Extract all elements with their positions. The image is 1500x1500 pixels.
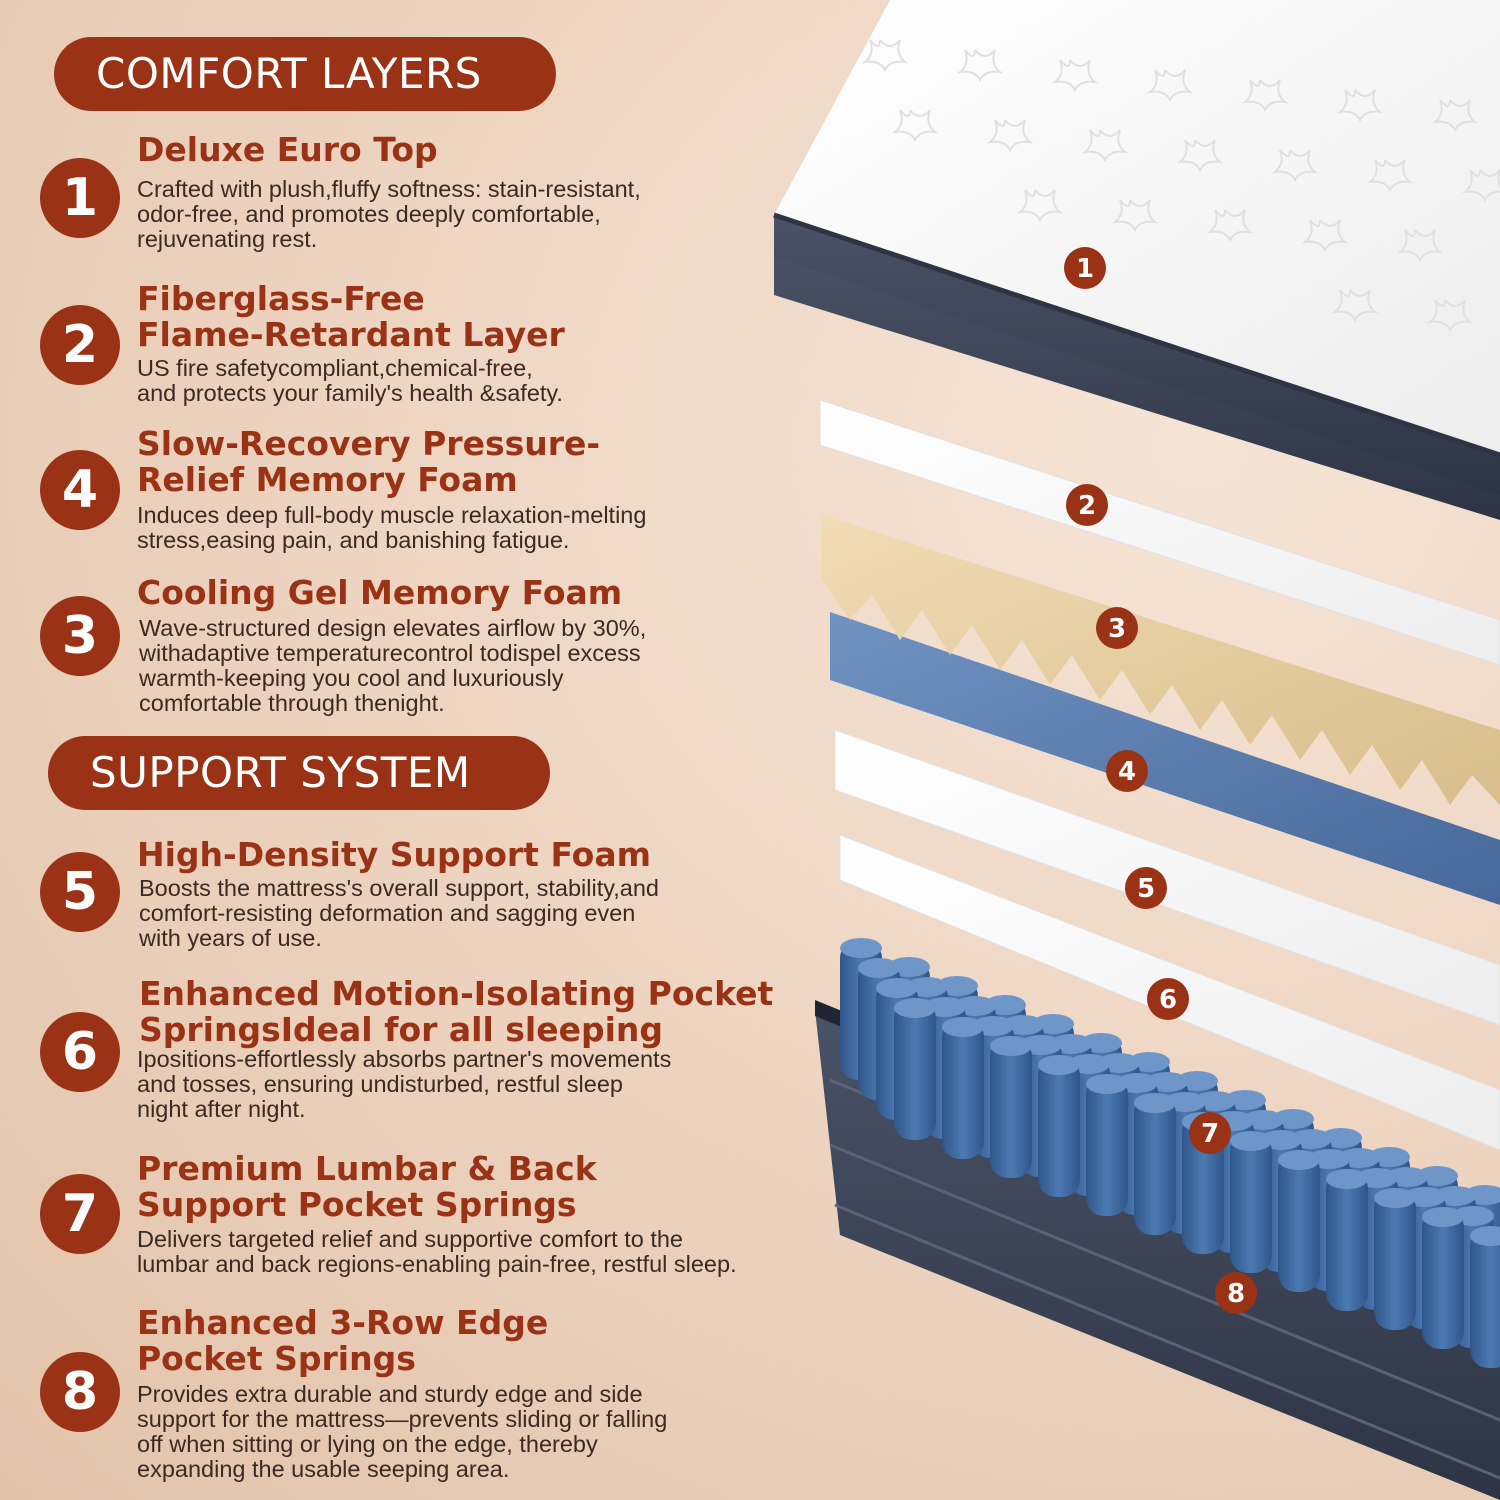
layer-title: Enhanced 3-Row Edge Pocket Springs (137, 1303, 549, 1378)
quilt-stitch (1431, 99, 1479, 133)
quilt-stitch (956, 49, 1004, 83)
comfort-layers-header: COMFORT LAYERS (54, 37, 556, 111)
pocket-spring (1230, 1131, 1272, 1273)
layer-description: Wave-structured design elevates airflow … (139, 615, 647, 716)
svg-text:6: 6 (1159, 985, 1177, 1015)
layer-title: Premium Lumbar & Back Support Pocket Spr… (137, 1149, 597, 1224)
quilt-stitch (1241, 79, 1289, 113)
quilt-stitch (986, 119, 1034, 153)
svg-text:4: 4 (1118, 757, 1136, 787)
quilt-stitch (1336, 89, 1384, 123)
layer-5-support-foam (834, 729, 1500, 1026)
pocket-spring (942, 1017, 984, 1159)
layer-description: Induces deep full-body muscle relaxation… (137, 502, 647, 553)
quilt-stitch (1301, 219, 1349, 253)
layer-number-badge: 8 (40, 1352, 120, 1432)
svg-text:8: 8 (1227, 1279, 1245, 1309)
layer-marker-8: 8 (1215, 1272, 1257, 1314)
layer-number-badge: 3 (40, 596, 120, 676)
quilt-stitch (1016, 189, 1064, 223)
layer-title: High-Density Support Foam (137, 835, 651, 874)
layer-number-badge: 4 (40, 450, 120, 530)
pocket-spring (1326, 1169, 1368, 1311)
pocket-spring (894, 998, 936, 1140)
layer-number-badge: 7 (40, 1174, 120, 1254)
layer-marker-6: 6 (1147, 978, 1189, 1020)
quilt-stitch (1176, 139, 1224, 173)
pocket-spring (1374, 1188, 1416, 1330)
layer-marker-1: 1 (1064, 247, 1106, 289)
layer-description: Boosts the mattress's overall support, s… (139, 875, 659, 951)
svg-text:1: 1 (1076, 254, 1094, 284)
svg-text:3: 3 (1108, 614, 1126, 644)
layer-description: Ipositions-effortlessly absorbs partner'… (137, 1046, 672, 1122)
layer-marker-3: 3 (1096, 607, 1138, 649)
quilt-stitch (1426, 299, 1474, 333)
quilt-stitch (891, 109, 939, 143)
quilt-stitch (1051, 59, 1099, 93)
pocket-spring (1086, 1074, 1128, 1216)
layer-marker-7: 7 (1189, 1112, 1231, 1154)
mattress-layers-illustration: 1 2 3 4 5 6 7 8 (773, 0, 1500, 1500)
layer-description: Delivers targeted relief and supportive … (137, 1226, 737, 1277)
layer-3-wave-memory-foam (822, 515, 1500, 805)
quilt-stitch (861, 39, 909, 73)
quilt-stitch (1271, 149, 1319, 183)
quilt-stitch (1396, 229, 1444, 263)
quilt-stitch (1081, 129, 1129, 163)
layer-description: Crafted with plush,fluffy softness: stai… (137, 176, 641, 252)
pocket-spring (1134, 1093, 1176, 1235)
layer-title: Cooling Gel Memory Foam (137, 573, 623, 612)
quilt-stitch (1146, 69, 1194, 103)
layer-marker-5: 5 (1125, 867, 1167, 909)
pocket-spring (1278, 1150, 1320, 1292)
quilting-pattern (861, 39, 1500, 333)
layer-number-badge: 1 (40, 158, 120, 238)
layer-4-gel-memory-foam (830, 612, 1500, 905)
svg-text:7: 7 (1201, 1119, 1219, 1149)
quilt-stitch (1206, 209, 1254, 243)
layer-7-pocket-springs (840, 938, 1500, 1368)
layer-title: Slow-Recovery Pressure- Relief Memory Fo… (137, 424, 601, 499)
layer-number-badge: 5 (40, 852, 120, 932)
pocket-spring (1038, 1055, 1080, 1197)
layer-description: Provides extra durable and sturdy edge a… (137, 1381, 668, 1482)
quilt-stitch (1111, 199, 1159, 233)
pocket-spring (1422, 1207, 1464, 1349)
quilt-stitch (1331, 289, 1379, 323)
layer-marker-2: 2 (1066, 484, 1108, 526)
quilt-stitch (1461, 169, 1500, 203)
quilt-stitch (1366, 159, 1414, 193)
layer-2-flame-retardant-layer (819, 399, 1500, 666)
svg-text:2: 2 (1078, 491, 1096, 521)
support-system-header: SUPPORT SYSTEM (48, 736, 550, 810)
layer-title: Fiberglass-Free Flame-Retardant Layer (137, 279, 565, 354)
pocket-spring (990, 1036, 1032, 1178)
layer-title: Enhanced Motion-Isolating Pocket Springs… (139, 974, 774, 1049)
layer-number-badge: 6 (40, 1012, 120, 1092)
layer-description: US fire safetycompliant,chemical-free, a… (137, 355, 563, 406)
layer-title: Deluxe Euro Top (137, 130, 438, 169)
layer-number-badge: 2 (40, 305, 120, 385)
layer-marker-4: 4 (1106, 750, 1148, 792)
pocket-spring (1470, 1226, 1500, 1368)
svg-text:5: 5 (1137, 874, 1155, 904)
